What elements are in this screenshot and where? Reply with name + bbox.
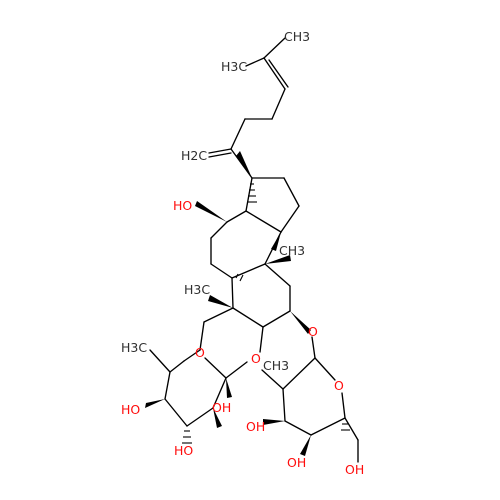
label-methyl-top: CH3: [284, 29, 310, 44]
label-hydroxyl-mid: OH: [246, 419, 265, 434]
left-sugar-ring: [145, 349, 248, 444]
atom-labels: CH3 H3C H2C HO CH3 H3C O H3C O O CH3 O H…: [121, 29, 364, 477]
label-hydroxyl-left-1: HO: [121, 402, 140, 417]
label-oxygen-ring-right: O: [334, 378, 344, 393]
label-methyl-ring-2: H3C: [184, 282, 210, 297]
label-oxygen-link-right: O: [308, 324, 318, 339]
label-hydroxyl-c12: HO: [173, 198, 192, 213]
label-oxygen-ring-left: O: [195, 345, 205, 360]
core-stereo-bonds: [195, 151, 311, 334]
label-methylene: H2C: [181, 148, 207, 163]
label-methyl-mid: CH3: [263, 358, 289, 373]
label-methyl-ring-1: CH3: [279, 243, 305, 258]
label-hydroxyl-left-3: HO: [174, 443, 193, 458]
steroid-rings: [199, 210, 291, 353]
label-hydroxyl-left-2: OH: [212, 400, 231, 415]
label-methyl-sugar-left: H3C: [121, 340, 147, 355]
right-sugar-ring: [261, 336, 359, 463]
label-methyl-left: H3C: [221, 59, 247, 74]
label-oxygen-center: O: [251, 351, 261, 366]
label-hydroxyl-right-1: OH: [287, 455, 306, 470]
cyclopentane-ring: [245, 177, 300, 233]
label-hydroxyl-right-2: OH: [345, 462, 364, 477]
